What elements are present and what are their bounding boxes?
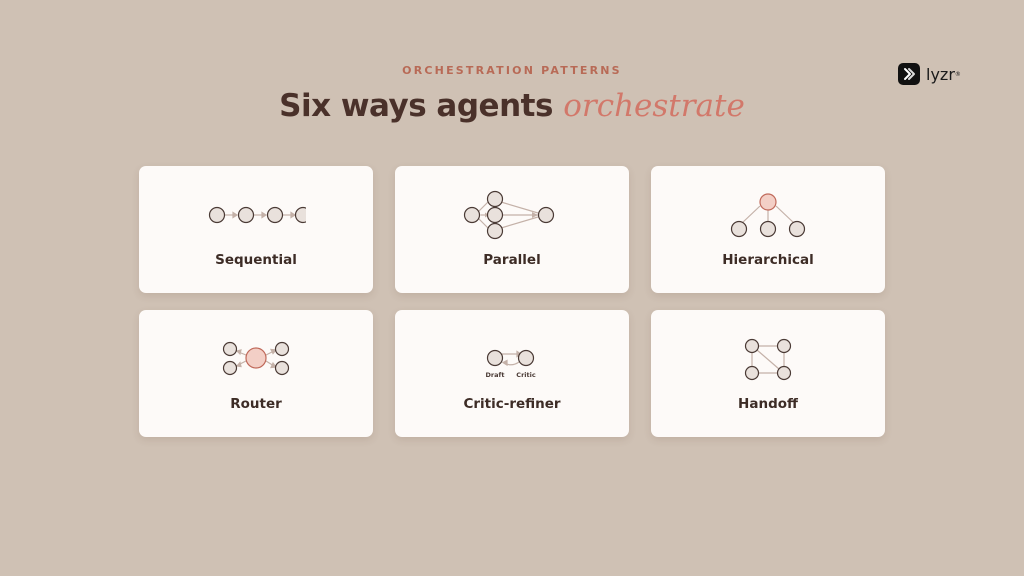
sequential-diagram <box>208 206 306 224</box>
logo-text: lyzr <box>926 64 955 84</box>
pattern-label: Sequential <box>215 252 297 268</box>
handoff-diagram <box>744 338 792 381</box>
pattern-card-hierarchical[interactable]: Hierarchical <box>651 166 885 293</box>
pattern-label: Hierarchical <box>722 252 814 268</box>
pattern-card-parallel[interactable]: Parallel <box>395 166 629 293</box>
title-accent: orchestrate <box>563 88 745 124</box>
lyzr-logo-icon <box>898 63 920 85</box>
logo-trademark: ® <box>954 70 961 78</box>
node-label-draft: Draft <box>486 371 505 379</box>
critic-refiner-diagram: Draft Critic <box>486 349 536 379</box>
node-label-critic: Critic <box>516 371 536 379</box>
eyebrow-label: ORCHESTRATION PATTERNS <box>402 64 622 77</box>
page-title: Six ways agents orchestrate <box>0 88 1024 124</box>
pattern-card-router[interactable]: Router <box>139 310 373 437</box>
pattern-card-handoff[interactable]: Handoff <box>651 310 885 437</box>
router-diagram <box>222 341 290 376</box>
patterns-grid: Sequential Parall <box>139 166 885 437</box>
title-main: Six ways agents <box>279 88 564 124</box>
hierarchical-diagram <box>730 193 806 238</box>
pattern-card-sequential[interactable]: Sequential <box>139 166 373 293</box>
brand-logo: lyzr® <box>898 63 961 85</box>
parallel-diagram <box>463 190 555 240</box>
pattern-label: Parallel <box>483 252 541 268</box>
pattern-label: Critic-refiner <box>463 396 561 412</box>
pattern-card-critic-refiner[interactable]: Draft Critic Critic-refiner <box>395 310 629 437</box>
pattern-label: Handoff <box>738 396 798 412</box>
pattern-label: Router <box>230 396 282 412</box>
